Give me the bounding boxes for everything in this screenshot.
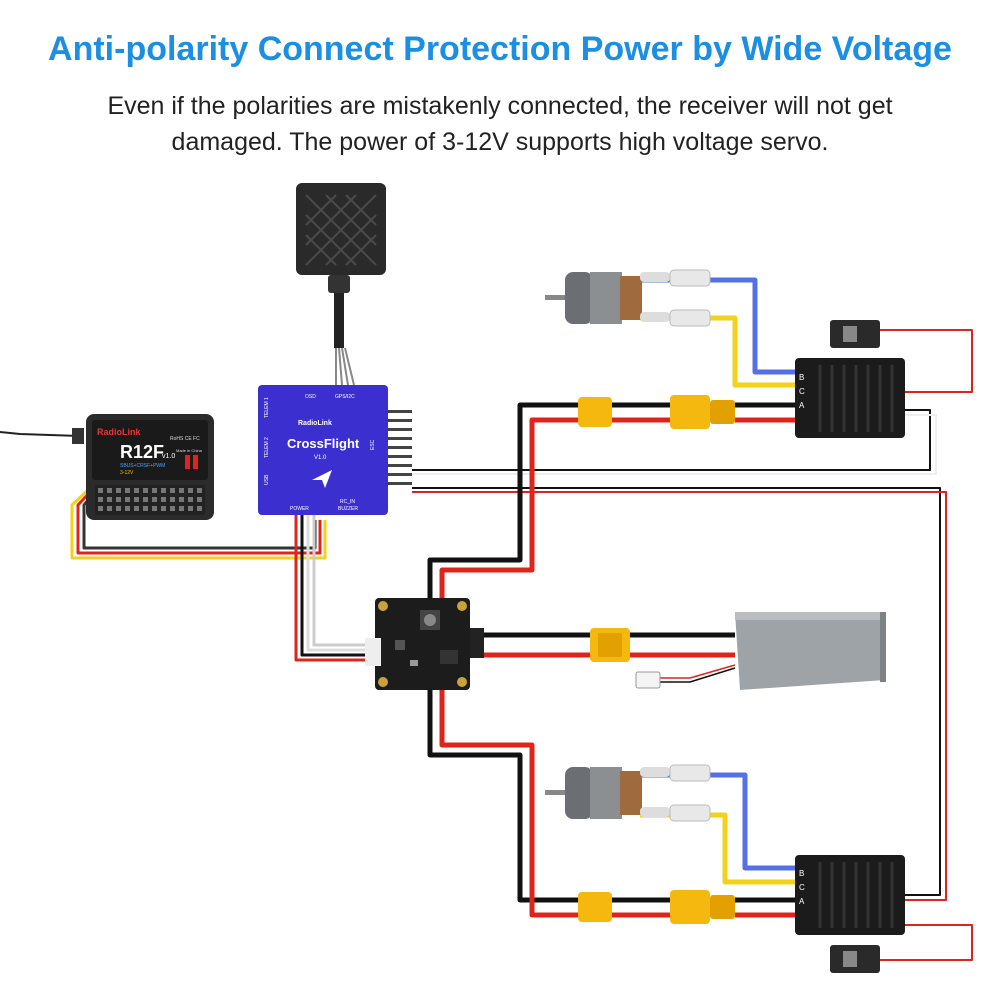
fc-esc-pins xyxy=(388,410,412,485)
motor-wires xyxy=(640,277,800,885)
receiver-pin xyxy=(116,506,121,511)
fc-version: V1.0 xyxy=(314,455,327,461)
fc-port-power: POWER xyxy=(290,506,309,512)
receiver-version: v1.0 xyxy=(162,453,175,460)
fc-port-rcin: RC_IN xyxy=(340,499,355,505)
xt60-esc2-female xyxy=(578,892,612,922)
fc-port-usb: USB xyxy=(264,474,270,485)
esc-1: B C A xyxy=(795,320,905,438)
fc-port-buzzer: BUZZER xyxy=(338,506,358,512)
battery xyxy=(635,612,886,690)
receiver-pin xyxy=(170,488,175,493)
fc-esc-pin xyxy=(388,437,412,440)
receiver-pin xyxy=(161,506,166,511)
receiver-model: R12F xyxy=(120,442,164,462)
receiver-pin xyxy=(143,506,148,511)
receiver-pin xyxy=(161,488,166,493)
page-title: Anti-polarity Connect Protection Power b… xyxy=(48,30,952,68)
receiver-signal: SBUS+CRSF+PWM xyxy=(120,463,165,469)
receiver-pin xyxy=(107,488,112,493)
receiver-pin xyxy=(152,497,157,502)
fc-esc-pin xyxy=(388,446,412,449)
fc-esc-pin xyxy=(388,455,412,458)
receiver-pin xyxy=(125,506,130,511)
fc-esc-pin xyxy=(388,464,412,467)
receiver-origin: Made in China xyxy=(176,448,203,453)
receiver-pin-header xyxy=(95,485,205,515)
receiver-pin xyxy=(188,497,193,502)
receiver: RadioLink R12F v1.0 RoHS CE FC Made in C… xyxy=(0,414,214,520)
fc-port-telem2: TELEM 2 xyxy=(264,437,270,458)
receiver-pin xyxy=(197,497,202,502)
fc-esc-pin xyxy=(388,428,412,431)
vtx-pattern xyxy=(305,194,377,266)
receiver-marks: RoHS CE FC xyxy=(170,436,200,442)
xt60-battery xyxy=(590,628,630,662)
fc-port-telem1: TELEM 1 xyxy=(264,397,270,418)
receiver-pin xyxy=(143,497,148,502)
fc-logo-icon xyxy=(312,470,332,488)
power-wires xyxy=(427,402,800,918)
receiver-pin xyxy=(170,506,175,511)
esc1-pin-a: A xyxy=(799,401,805,410)
receiver-pin xyxy=(152,506,157,511)
receiver-pin xyxy=(188,488,193,493)
receiver-pins xyxy=(98,488,202,511)
receiver-antenna xyxy=(0,431,81,437)
receiver-pin xyxy=(125,488,130,493)
receiver-pin xyxy=(161,497,166,502)
vtx-module xyxy=(296,183,386,386)
fc-port-gps: GPS/I2C xyxy=(335,394,355,400)
receiver-pin xyxy=(143,488,148,493)
receiver-pin xyxy=(98,488,103,493)
page-subtitle: Even if the polarities are mistakenly co… xyxy=(107,92,893,156)
fc-port-esc: ESC xyxy=(370,439,376,450)
receiver-voltage: 3-12V xyxy=(120,470,134,476)
esc1-pin-c: C xyxy=(799,387,805,396)
esc2-pin-c: C xyxy=(799,883,805,892)
fc-esc-pin xyxy=(388,482,412,485)
receiver-pin xyxy=(134,506,139,511)
receiver-pin xyxy=(188,506,193,511)
receiver-pin xyxy=(116,488,121,493)
receiver-brand: RadioLink xyxy=(97,427,141,437)
receiver-pin xyxy=(98,506,103,511)
receiver-pin xyxy=(152,488,157,493)
fc-brand: RadioLink xyxy=(298,420,332,427)
receiver-pin xyxy=(179,497,184,502)
receiver-pin xyxy=(170,497,175,502)
receiver-pin xyxy=(98,497,103,502)
esc2-pin-a: A xyxy=(799,897,805,906)
receiver-pin xyxy=(107,506,112,511)
receiver-pin xyxy=(179,506,184,511)
motor-1 xyxy=(545,269,711,327)
receiver-pin xyxy=(197,488,202,493)
receiver-pin xyxy=(134,497,139,502)
flight-controller: OSD GPS/I2C TELEM 1 TELEM 2 USB RadioLin… xyxy=(258,385,412,515)
receiver-pin xyxy=(134,488,139,493)
fc-port-osd: OSD xyxy=(305,394,316,400)
receiver-pin xyxy=(125,497,130,502)
power-distribution-board xyxy=(365,598,484,690)
fc-esc-pin xyxy=(388,410,412,413)
esc-2: B C A xyxy=(795,855,905,973)
xt60-esc1-male xyxy=(670,395,735,429)
fc-esc-pin xyxy=(388,473,412,476)
xt60-esc1-female xyxy=(578,397,612,427)
xt60-esc2-male xyxy=(670,890,735,924)
fc-name: CrossFlight xyxy=(287,436,360,451)
receiver-pin xyxy=(107,497,112,502)
esc2-pin-b: B xyxy=(799,869,804,878)
balance-connector xyxy=(635,671,661,689)
receiver-pin xyxy=(179,488,184,493)
motor-2 xyxy=(545,764,711,822)
fc-esc-pin xyxy=(388,419,412,422)
receiver-pin xyxy=(116,497,121,502)
receiver-pin xyxy=(197,506,202,511)
esc1-pin-b: B xyxy=(799,373,804,382)
